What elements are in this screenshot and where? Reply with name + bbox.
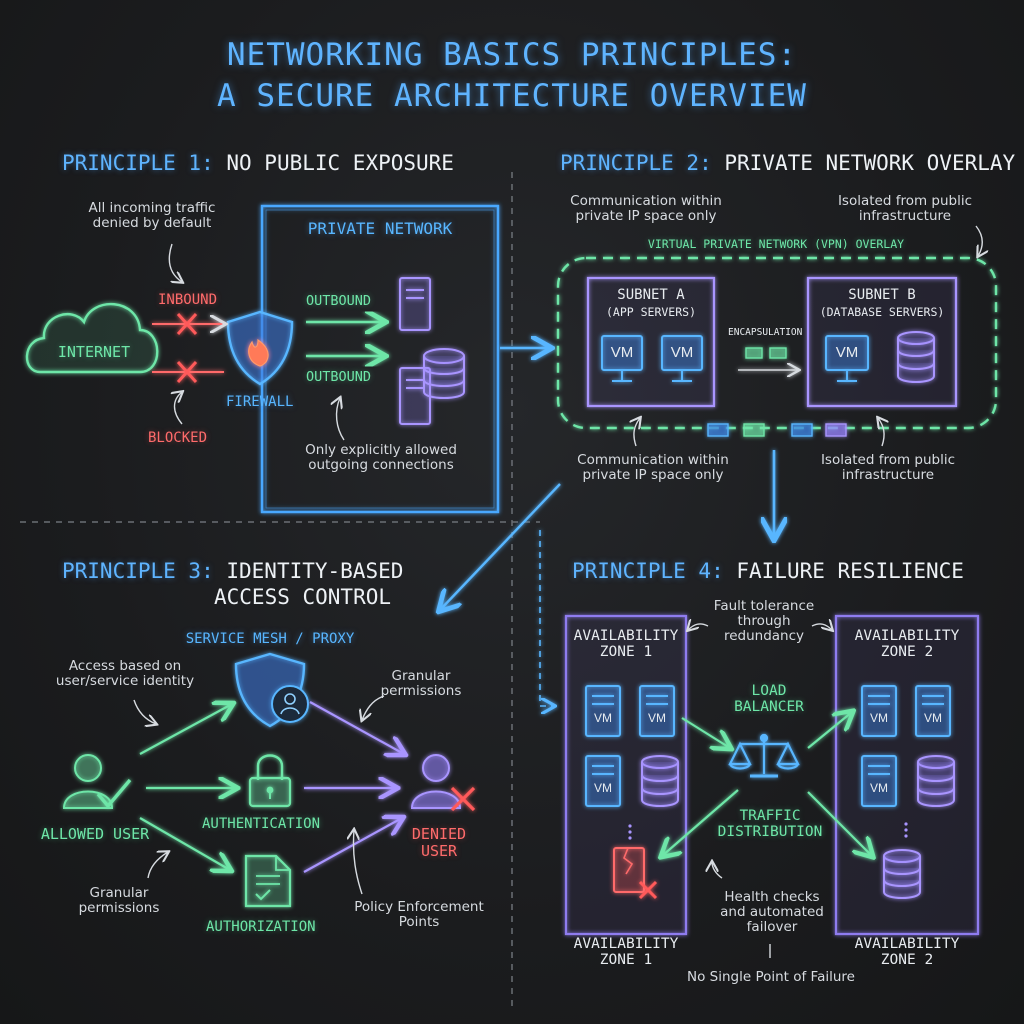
outbound-label-1: OUTBOUND	[306, 293, 372, 309]
subnet-boxes	[586, 276, 958, 408]
p2-note-private-ip-bottom: Communication within private IP space on…	[577, 452, 729, 484]
authorization-label: AUTHORIZATION	[206, 919, 316, 935]
subnet-a-sublabel: (APP SERVERS)	[605, 305, 696, 319]
p4-pointers	[688, 624, 832, 958]
load-balancer-arrows	[662, 712, 872, 856]
mesh-shield-icon	[234, 652, 309, 728]
authentication-label: AUTHENTICATION	[202, 816, 321, 832]
page-title: NETWORKING BASICS PRINCIPLES: A SECURE A…	[0, 38, 1024, 113]
balance-scale-icon	[728, 733, 800, 778]
server-icons-p1	[399, 277, 465, 425]
principle-4-number: PRINCIPLE 4:	[572, 559, 724, 583]
database-icon-p2	[897, 331, 935, 383]
vm-label-z1a: VM	[594, 711, 612, 725]
vpn-overlay-label: VIRTUAL PRIVATE NETWORK (VPN) OVERLAY	[647, 237, 905, 251]
zone-1-bottom-label: AVAILABILITY ZONE 1	[573, 936, 679, 969]
traffic-distribution-label: TRAFFIC DISTRIBUTION	[717, 808, 823, 841]
zone-1-label: AVAILABILITY ZONE 1	[573, 628, 679, 661]
title-line-1: NETWORKING BASICS PRINCIPLES:	[226, 37, 798, 73]
principle-4-heading: PRINCIPLE 4: FAILURE RESILIENCE	[572, 559, 964, 584]
p3-note-identity: Access based on user/service identity	[55, 658, 195, 690]
principle-1-name: NO PUBLIC EXPOSURE	[226, 151, 454, 175]
denied-user-icon	[410, 754, 476, 812]
firewall-label: FIREWALL	[226, 394, 294, 410]
p3-note-pep: Policy Enforcement Points	[354, 899, 484, 931]
zone-2-bottom-label: AVAILABILITY ZONE 2	[854, 936, 960, 969]
zone2-databases	[883, 755, 955, 899]
principle-3-number: PRINCIPLE 3:	[62, 559, 214, 583]
vm-label-z2c: VM	[870, 781, 888, 795]
shield-fire-icon	[226, 310, 294, 386]
allowed-user-label: ALLOWED USER	[40, 825, 150, 843]
zone-2-label: AVAILABILITY ZONE 2	[854, 628, 960, 661]
p2-note-isolated-bottom: Isolated from public infrastructure	[820, 452, 956, 484]
principle-2-name: PRIVATE NETWORK OVERLAY	[724, 151, 1016, 175]
quadrant-connectors	[440, 348, 774, 706]
vm-monitors-p2	[601, 335, 869, 382]
p4-note-health-checks: Health checks and automated failover	[720, 889, 824, 936]
vm-label-a1: VM	[610, 344, 634, 361]
lock-icon	[248, 754, 292, 808]
vm-label-z1c: VM	[594, 781, 612, 795]
vm-label-a2: VM	[670, 344, 694, 361]
subnet-b-label: SUBNET B	[848, 287, 916, 303]
allowed-user-icon	[62, 754, 132, 809]
p3-note-granular-top: Granular permissions	[380, 668, 462, 700]
vm-label-b1: VM	[835, 344, 859, 361]
internet-label: INTERNET	[57, 343, 131, 361]
load-balancer-label: LOAD BALANCER	[734, 683, 804, 716]
p2-note-isolated-top: Isolated from public infrastructure	[837, 193, 973, 225]
title-line-2: A SECURE ARCHITECTURE OVERVIEW	[217, 77, 807, 114]
quadrant-dividers	[20, 172, 540, 1010]
zone-ellipsis-dots	[628, 822, 908, 840]
vm-label-z2a: VM	[870, 711, 888, 725]
principle-2-heading: PRINCIPLE 2: PRIVATE NETWORK OVERLAY	[560, 151, 1016, 176]
principle-4-name: FAILURE RESILIENCE	[736, 559, 964, 583]
encapsulation-label: ENCAPSULATION	[728, 327, 803, 338]
vm-label-z1b: VM	[648, 711, 666, 725]
zone2-servers	[861, 685, 951, 807]
blocked-label: BLOCKED	[148, 430, 208, 446]
zone1-database	[641, 755, 679, 807]
p3-pointers	[133, 695, 385, 895]
failed-server-icon	[613, 847, 658, 900]
principle-3-heading: PRINCIPLE 3: IDENTITY-BASED	[62, 559, 404, 584]
no-single-point-of-failure-label: No Single Point of Failure	[687, 969, 855, 985]
vm-label-z2b: VM	[924, 711, 942, 725]
principle-1-heading: PRINCIPLE 1: NO PUBLIC EXPOSURE	[62, 151, 454, 176]
p1-pointers	[168, 243, 345, 441]
p2-pointers	[634, 225, 982, 447]
vpn-overlay	[556, 256, 998, 430]
private-network-label: PRIVATE NETWORK	[307, 219, 453, 238]
principle-3-name-line-2: ACCESS CONTROL	[214, 585, 392, 609]
principle-3-name-line-1: IDENTITY-BASED	[226, 559, 404, 583]
denied-user-label: DENIED USER	[411, 825, 467, 860]
inbound-label: INBOUND	[158, 292, 218, 308]
p4-note-fault-tolerance: Fault tolerance through redundancy	[713, 598, 815, 645]
p2-note-private-ip-top: Communication within private IP space on…	[570, 193, 722, 225]
principle-1-number: PRINCIPLE 1:	[62, 151, 214, 175]
p3-note-granular-bottom: Granular permissions	[78, 885, 160, 917]
subnet-b-sublabel: (DATABASE SERVERS)	[819, 305, 945, 319]
subnet-a-label: SUBNET A	[617, 287, 685, 303]
outbound-label-2: OUTBOUND	[306, 369, 372, 385]
principle-2-number: PRINCIPLE 2:	[560, 151, 712, 175]
encapsulation-packets	[707, 347, 847, 437]
service-mesh-label: SERVICE MESH / PROXY	[185, 631, 355, 647]
document-check-icon	[244, 854, 292, 908]
zone1-servers	[585, 685, 675, 807]
inbound-blocked-arrows	[152, 312, 224, 384]
cloud-icon	[25, 302, 159, 374]
p1-note-denied: All incoming traffic denied by default	[88, 200, 216, 232]
outbound-arrows	[306, 322, 384, 356]
p1-note-allowed: Only explicitly allowed outgoing connect…	[305, 442, 457, 474]
